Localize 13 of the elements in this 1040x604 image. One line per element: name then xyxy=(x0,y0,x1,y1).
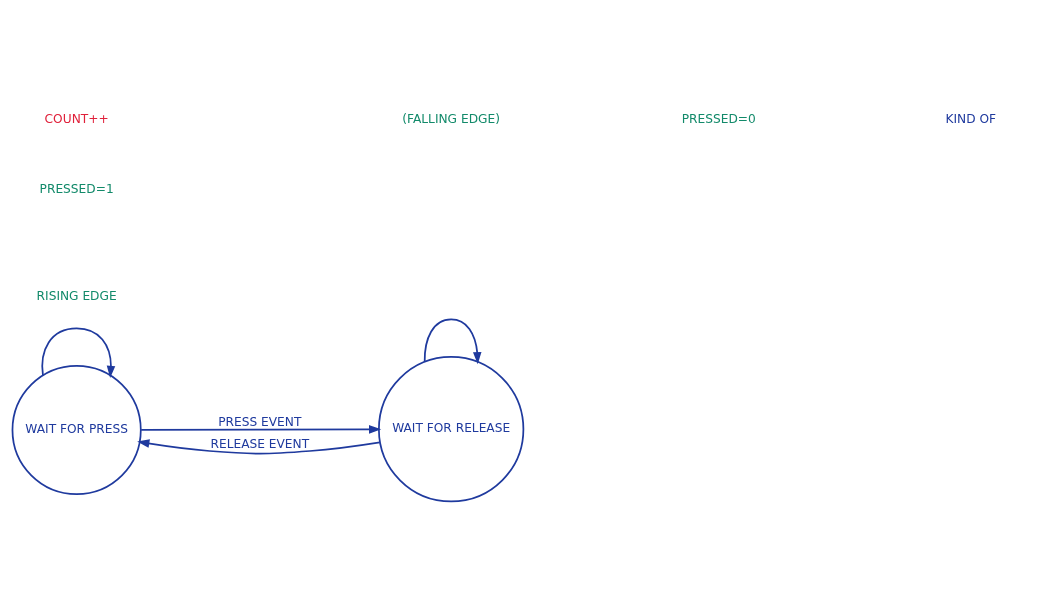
arrow xyxy=(41,327,116,378)
arrow xyxy=(140,424,382,434)
arrow xyxy=(423,318,482,364)
edge-label: RELEASE EVENT xyxy=(210,436,310,451)
label: RISING EDGE xyxy=(36,288,117,303)
label: (FALLING EDGE) xyxy=(402,111,500,126)
label: KIND OF xyxy=(945,111,997,126)
label: PRESSED=1 xyxy=(39,181,114,196)
edge-label: PRESS EVENT xyxy=(218,414,302,429)
node-circle: WAIT FOR RELEASE xyxy=(378,355,525,502)
label: COUNT++ xyxy=(44,111,109,126)
label: PRESSED=0 xyxy=(681,111,756,126)
arrow xyxy=(137,438,381,454)
